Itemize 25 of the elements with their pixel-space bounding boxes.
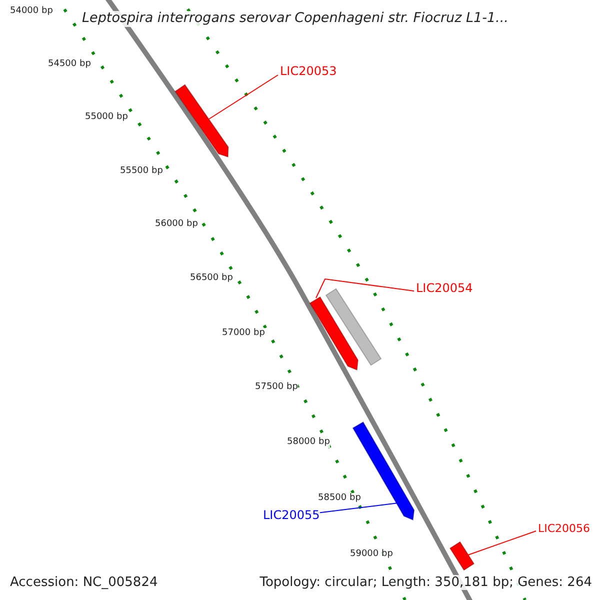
leader-line: [208, 74, 278, 120]
scale-label: 56000 bp: [155, 219, 198, 230]
scale-label: 57000 bp: [222, 328, 265, 339]
gene-bar: [325, 288, 382, 366]
scale-label: 55000 bp: [85, 112, 128, 123]
accession-text: Accession: NC_005824: [10, 575, 158, 590]
leader-line: [316, 278, 414, 298]
gene-label: LIC20056: [538, 522, 590, 535]
gene-arrow: [352, 421, 415, 521]
scale-label: 59000 bp: [350, 549, 393, 560]
gene-arrow: [174, 84, 229, 158]
gene-bar: [449, 541, 475, 571]
gene-label: LIC20055: [263, 508, 320, 522]
scale-label: 54500 bp: [48, 59, 91, 70]
scale-label: 58500 bp: [318, 493, 361, 504]
scale-label: 57500 bp: [255, 382, 298, 393]
gene-arrow: [309, 296, 359, 371]
title: Leptospira interrogans serovar Copenhageni str. Fiocruz L1-1...: [82, 11, 508, 26]
leader-line: [468, 530, 536, 556]
scale-label: 54000 bp: [10, 6, 53, 17]
gene-label: LIC20054: [416, 281, 473, 295]
scale-label: 56500 bp: [190, 273, 233, 284]
scale-label: 58000 bp: [287, 437, 330, 448]
scale-label: 55500 bp: [120, 166, 163, 177]
gene-label: LIC20053: [280, 64, 337, 78]
